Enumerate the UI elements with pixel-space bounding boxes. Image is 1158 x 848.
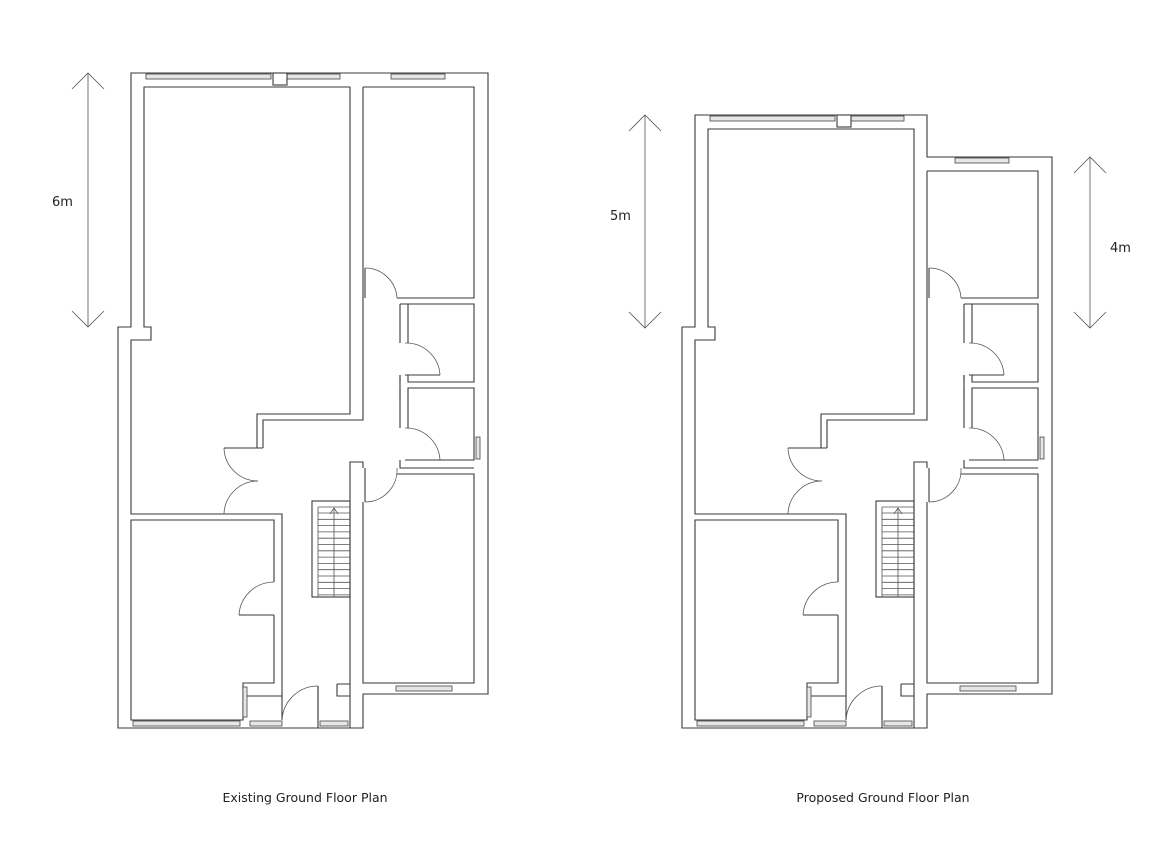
dimension-arrow-proposed-right <box>1073 156 1107 329</box>
hall-column-wall <box>349 461 364 728</box>
utility-room-1-door-swing-arc <box>404 342 441 376</box>
front-room-walls <box>130 519 275 721</box>
corridor-wall <box>963 304 1038 469</box>
side-window <box>475 436 481 460</box>
hall-window <box>249 720 283 727</box>
dimension-label-proposed-5m: 5m <box>610 209 631 224</box>
staircase-outline <box>311 500 351 598</box>
right-lower-room-walls <box>926 473 1039 684</box>
porch-window <box>319 720 349 727</box>
living-room-window-right <box>286 73 341 80</box>
living-room-window-left <box>709 115 836 122</box>
hall-left-wall <box>244 513 283 697</box>
living-room-door-lower-swing-arc <box>223 480 259 515</box>
exterior-wall-outline <box>681 114 1053 729</box>
right-top-room-door-swing-arc <box>364 267 398 299</box>
dimension-label-existing-6m: 6m <box>52 195 73 210</box>
right-lower-room-window <box>395 685 453 692</box>
hall-wall <box>826 171 928 448</box>
utility-room-1-walls <box>407 303 475 383</box>
dimension-label-proposed-4m: 4m <box>1110 241 1131 256</box>
living-room-door-upper-swing-arc <box>787 447 823 482</box>
staircase <box>875 500 915 598</box>
entrance-jambs <box>845 686 883 728</box>
utility-room-2-walls <box>407 387 475 461</box>
stair-direction-arrow-icon <box>329 507 339 597</box>
front-room-side-window <box>806 686 812 718</box>
utility-room-1-door-swing-arc <box>968 342 1005 376</box>
existing-plan-caption: Existing Ground Floor Plan <box>222 790 387 805</box>
hall-left-wall <box>808 513 847 697</box>
dimension-arrow-existing <box>71 72 105 328</box>
front-room-window <box>696 720 805 727</box>
entrance-jambs <box>281 686 319 728</box>
right-lower-room-door-swing-arc <box>928 467 962 503</box>
front-room-side-window <box>242 686 248 718</box>
porch-pier <box>336 683 350 697</box>
existing-ground-floor-plan <box>117 72 489 729</box>
living-room-walls <box>694 128 915 515</box>
proposed-plan-caption: Proposed Ground Floor Plan <box>796 790 969 805</box>
right-top-room-door-swing-arc <box>928 267 962 299</box>
living-room-window-left <box>145 73 272 80</box>
proposed-ground-floor-plan <box>681 114 1053 729</box>
right-lower-room-window <box>959 685 1017 692</box>
front-room-door-swing-arc <box>802 581 839 616</box>
right-top-room-walls <box>363 86 475 299</box>
utility-room-2-walls <box>971 387 1039 461</box>
right-top-room-walls <box>927 170 1039 299</box>
front-room-walls <box>694 519 839 721</box>
living-room-walls <box>130 86 351 515</box>
staircase <box>311 500 351 598</box>
utility-room-1-walls <box>971 303 1039 383</box>
hall-column-wall <box>913 461 928 728</box>
corridor-wall <box>399 304 474 469</box>
living-room-door-lower-swing-arc <box>787 480 823 515</box>
porch-pier <box>900 683 914 697</box>
right-top-room-window <box>390 73 446 80</box>
right-lower-room-door-swing-arc <box>364 467 398 503</box>
right-lower-room-walls <box>362 473 475 684</box>
hall-window <box>813 720 847 727</box>
side-window <box>1039 436 1045 460</box>
staircase-outline <box>875 500 915 598</box>
front-entrance-door-swing-arc <box>281 685 319 721</box>
right-top-room-window <box>954 157 1010 164</box>
dimension-arrow-proposed-left <box>628 114 662 329</box>
front-room-window <box>132 720 241 727</box>
hall-wall <box>262 87 364 448</box>
front-room-door-swing-arc <box>238 581 275 616</box>
stair-direction-arrow-icon <box>893 507 903 597</box>
living-room-window-right <box>850 115 905 122</box>
utility-room-2-door-swing-arc <box>404 427 441 461</box>
window-pier <box>836 114 852 128</box>
living-room-door-upper-swing-arc <box>223 447 259 482</box>
window-pier <box>272 72 288 86</box>
front-entrance-door-swing-arc <box>845 685 883 721</box>
exterior-wall-outline <box>117 72 489 729</box>
porch-window <box>883 720 913 727</box>
utility-room-2-door-swing-arc <box>968 427 1005 461</box>
